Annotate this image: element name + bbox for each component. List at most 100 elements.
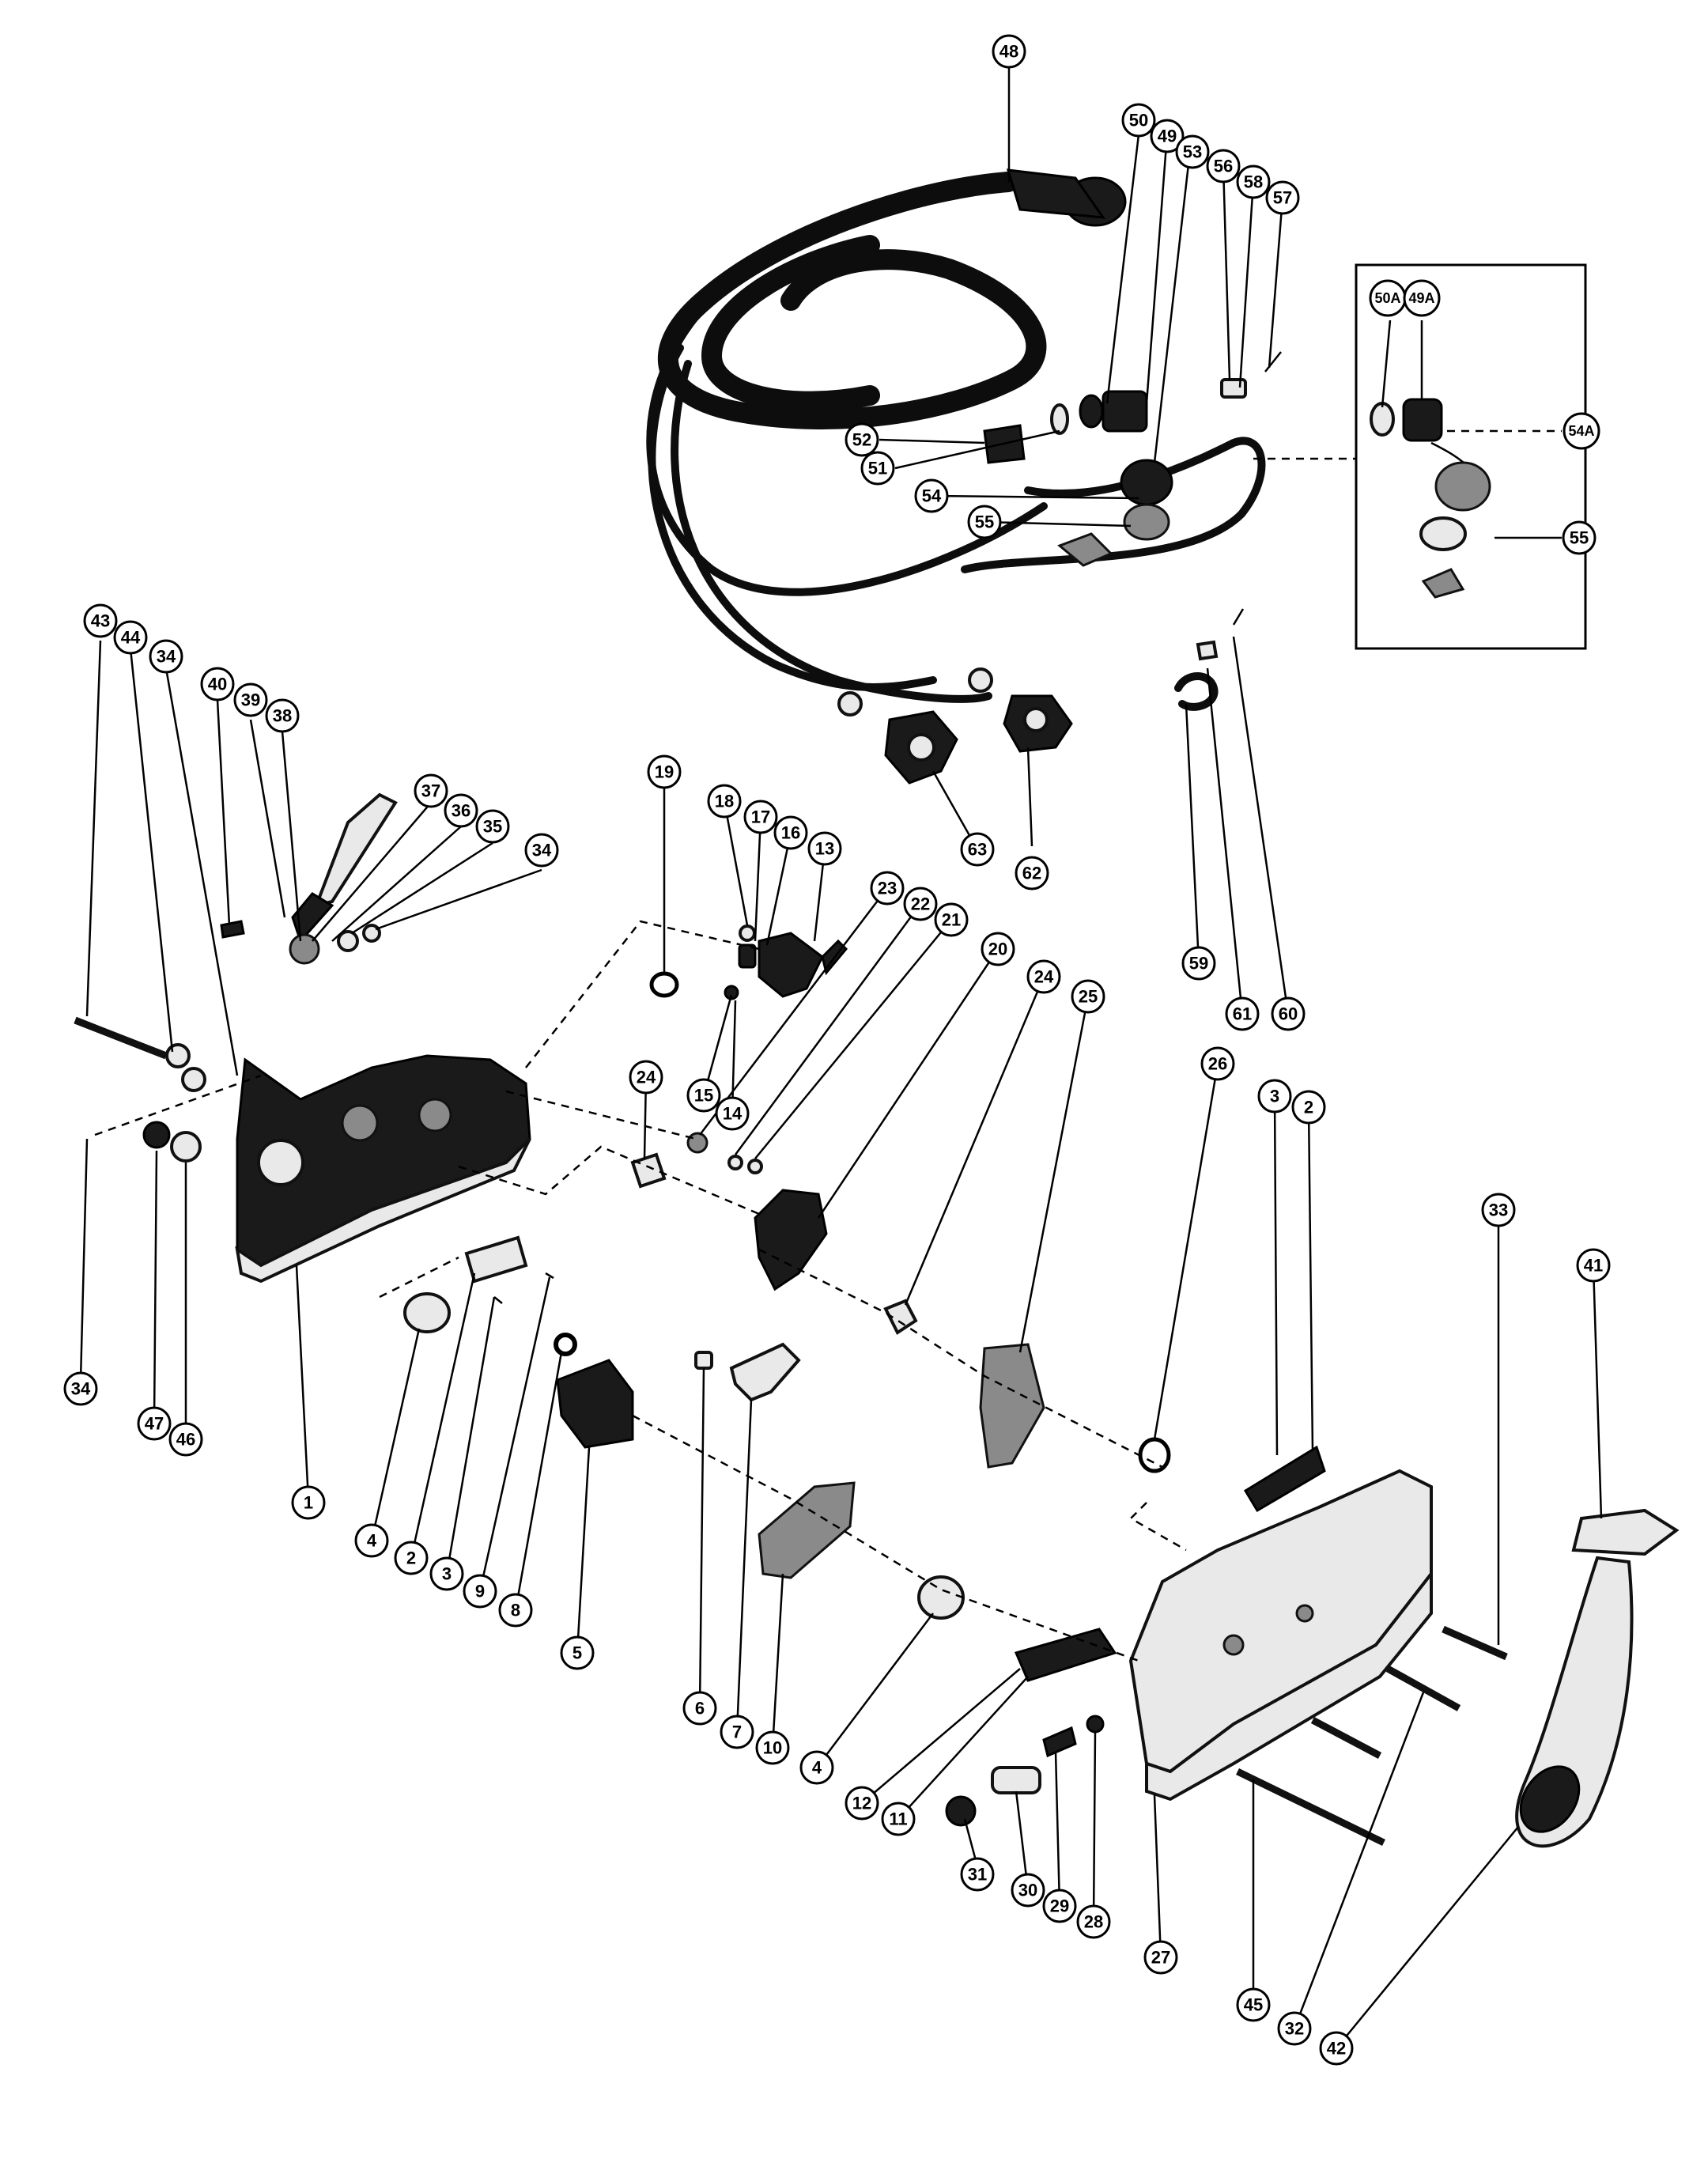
callout-11: 11 (881, 1802, 916, 1836)
callout-9: 9 (463, 1574, 497, 1609)
svg-text:46: 46 (176, 1430, 195, 1450)
svg-text:62: 62 (1022, 864, 1041, 883)
svg-text:11: 11 (889, 1809, 907, 1829)
svg-text:21: 21 (942, 910, 961, 930)
svg-text:28: 28 (1084, 1912, 1103, 1932)
svg-text:4: 4 (812, 1758, 822, 1778)
svg-text:3: 3 (1270, 1087, 1279, 1106)
svg-text:33: 33 (1489, 1200, 1508, 1220)
inset-box (1355, 263, 1587, 650)
handle-41 (1515, 1508, 1680, 1848)
wiring-harness-48 (646, 168, 1266, 703)
callout-54A: 54A (1563, 412, 1600, 450)
svg-text:31: 31 (968, 1865, 987, 1885)
callout-38: 38 (265, 698, 300, 733)
callout-59: 59 (1181, 946, 1216, 981)
svg-text:14: 14 (723, 1104, 743, 1124)
svg-text:58: 58 (1244, 172, 1263, 192)
callout-19: 19 (647, 754, 682, 789)
callout-7: 7 (720, 1715, 754, 1749)
svg-text:15: 15 (694, 1086, 713, 1106)
bolts-32-33-45 (1236, 1625, 1508, 1847)
svg-text:61: 61 (1233, 1004, 1252, 1024)
callout-39: 39 (233, 682, 268, 717)
svg-text:52: 52 (852, 430, 871, 450)
svg-text:34: 34 (532, 841, 552, 860)
svg-text:34: 34 (71, 1379, 91, 1399)
svg-text:34: 34 (157, 647, 176, 667)
svg-text:37: 37 (421, 781, 440, 801)
callout-43: 43 (83, 603, 118, 638)
callout-34-bottom: 34 (63, 1371, 98, 1406)
callout-25: 25 (1071, 979, 1105, 1014)
callout-49: 49 (1150, 119, 1185, 153)
svg-text:23: 23 (878, 879, 897, 898)
callout-32: 32 (1277, 2011, 1312, 2046)
callout-29: 29 (1042, 1889, 1077, 1923)
svg-text:30: 30 (1018, 1881, 1037, 1900)
callout-50: 50 (1121, 103, 1156, 138)
callout-48: 48 (992, 34, 1026, 69)
svg-text:24: 24 (637, 1068, 656, 1087)
svg-text:12: 12 (852, 1794, 871, 1813)
leader-lines (79, 68, 1603, 2049)
callout-22: 22 (903, 887, 938, 921)
callout-40: 40 (200, 667, 235, 701)
callout-16: 16 (773, 815, 808, 850)
svg-text:60: 60 (1279, 1004, 1298, 1024)
callout-57: 57 (1265, 180, 1300, 215)
svg-text:24: 24 (1034, 967, 1054, 987)
callout-17: 17 (743, 800, 778, 834)
svg-text:48: 48 (999, 42, 1018, 62)
svg-text:50A: 50A (1374, 290, 1400, 306)
svg-text:55: 55 (975, 512, 994, 532)
callout-55-inset: 55 (1562, 520, 1597, 555)
callout-13: 13 (807, 831, 842, 866)
callout-6: 6 (682, 1691, 717, 1726)
svg-text:51: 51 (868, 459, 887, 478)
callout-3-right: 3 (1257, 1079, 1292, 1114)
right-cover-27 (1128, 1445, 1433, 1802)
callout-52: 52 (845, 422, 879, 457)
callout-42: 42 (1319, 2031, 1354, 2066)
callout-28: 28 (1076, 1904, 1111, 1939)
svg-text:49A: 49A (1408, 290, 1434, 306)
callout-30: 30 (1011, 1873, 1045, 1908)
svg-text:17: 17 (751, 807, 770, 827)
callout-3-left: 3 (429, 1556, 464, 1591)
svg-text:45: 45 (1244, 1995, 1263, 2015)
svg-text:59: 59 (1189, 954, 1208, 974)
svg-text:18: 18 (715, 792, 734, 811)
callout-62: 62 (1015, 856, 1049, 890)
svg-text:42: 42 (1327, 2039, 1346, 2059)
callout-46: 46 (168, 1422, 203, 1457)
callout-24-left: 24 (629, 1060, 663, 1095)
callout-21: 21 (934, 902, 969, 937)
svg-text:32: 32 (1285, 2019, 1304, 2039)
callout-2-right: 2 (1291, 1090, 1326, 1125)
callout-4-right: 4 (799, 1750, 834, 1785)
callout-61: 61 (1225, 996, 1260, 1031)
left-cover-1 (235, 1054, 531, 1284)
callout-15: 15 (686, 1078, 721, 1113)
callout-37: 37 (414, 773, 448, 808)
svg-text:49: 49 (1158, 127, 1177, 146)
bolt-43 (74, 1016, 206, 1163)
svg-text:50: 50 (1129, 111, 1148, 130)
callout-18: 18 (707, 784, 742, 819)
svg-text:16: 16 (781, 823, 800, 843)
callout-50A: 50A (1369, 279, 1407, 317)
svg-text:38: 38 (273, 706, 292, 726)
svg-text:54A: 54A (1568, 423, 1594, 439)
callout-1: 1 (291, 1485, 326, 1520)
svg-text:63: 63 (968, 840, 987, 860)
svg-text:29: 29 (1050, 1896, 1069, 1916)
callout-2-left: 2 (394, 1541, 429, 1575)
svg-text:41: 41 (1584, 1256, 1603, 1276)
callout-26: 26 (1200, 1046, 1235, 1081)
callout-41: 41 (1576, 1248, 1611, 1283)
svg-text:26: 26 (1208, 1054, 1227, 1074)
svg-text:22: 22 (911, 894, 930, 914)
svg-text:39: 39 (241, 690, 260, 710)
